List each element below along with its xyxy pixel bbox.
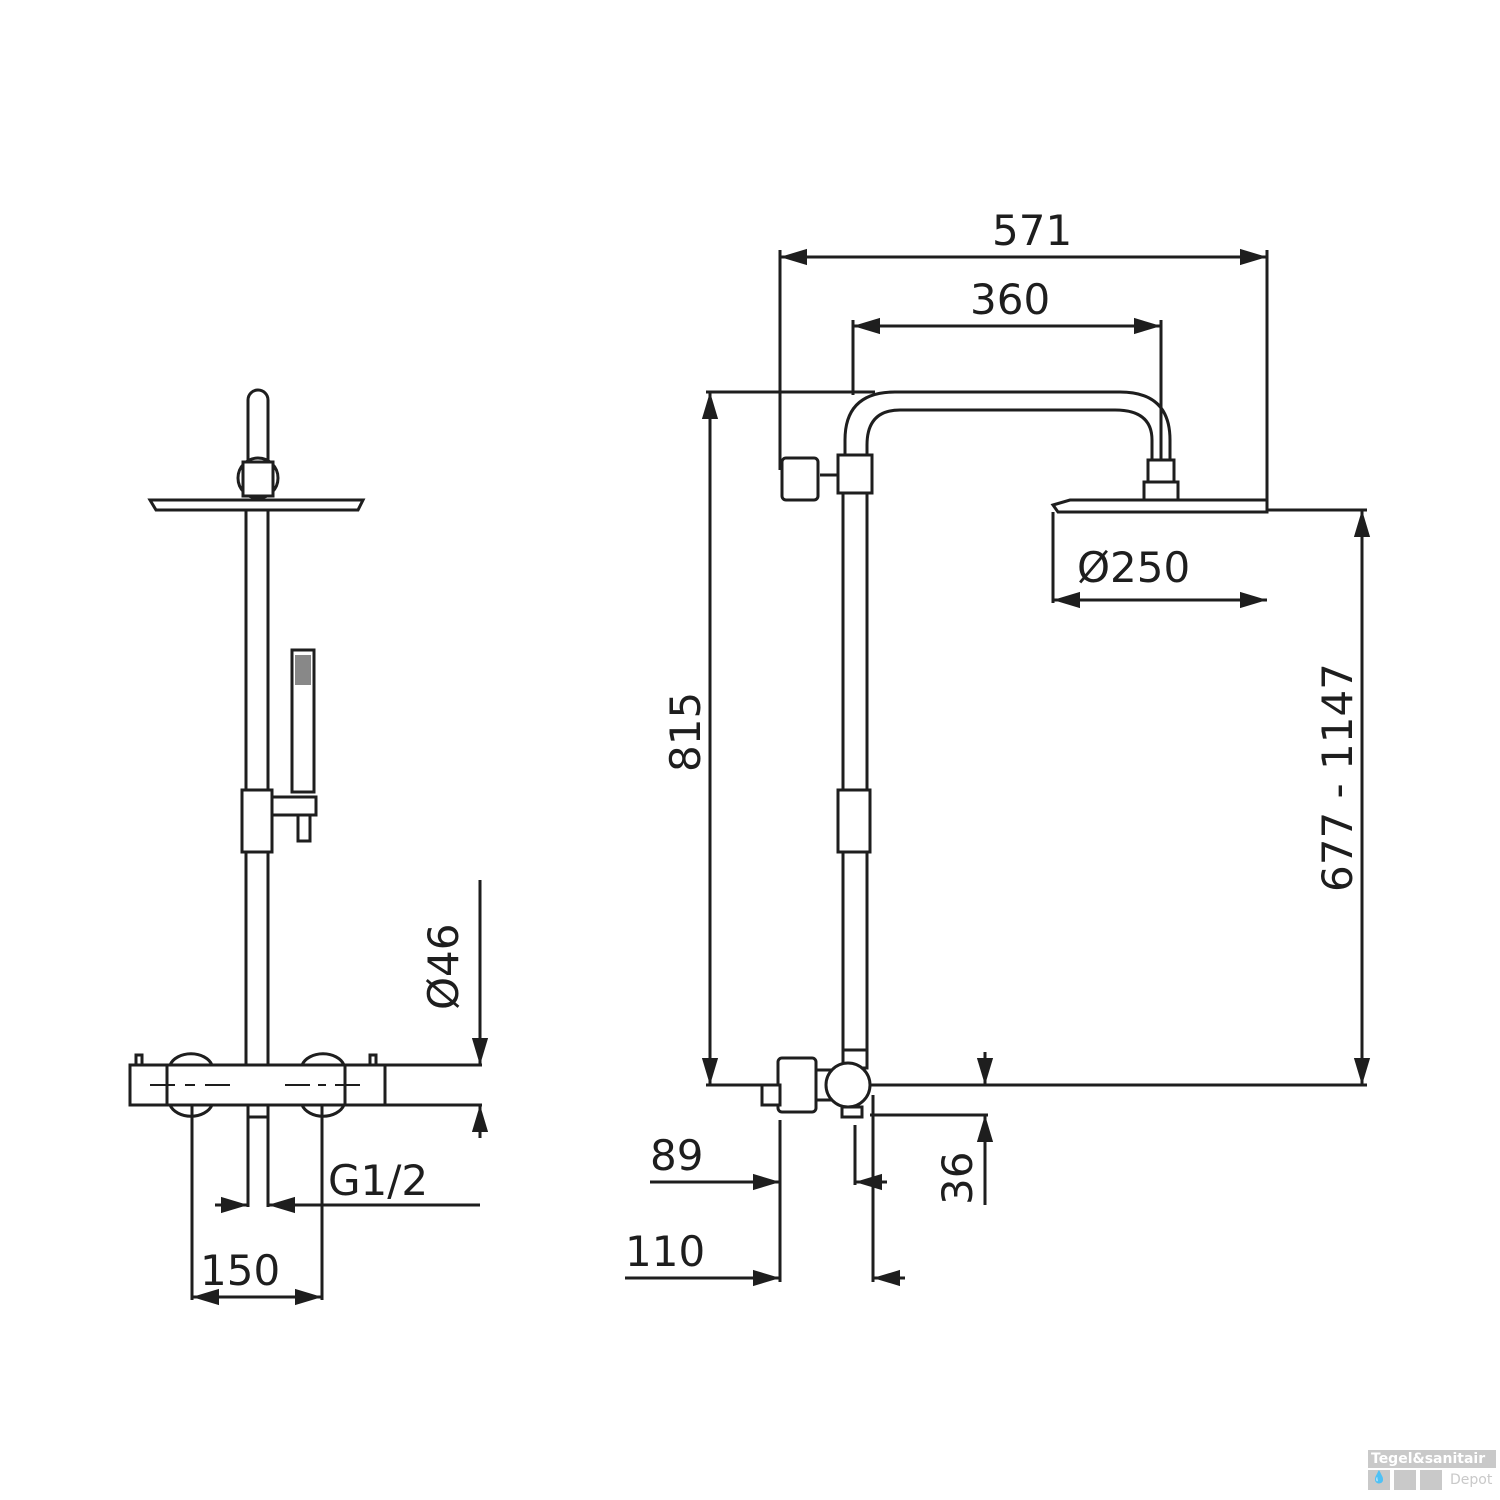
slide-sleeve-side (836, 788, 872, 854)
tile-icon (1420, 1470, 1442, 1490)
riser-pole-side (841, 453, 869, 1057)
rain-head-front (147, 498, 366, 512)
dim-head-height-range: 677 - 1147 (1313, 663, 1362, 892)
knob-right (299, 1052, 347, 1118)
rain-head-side (1050, 498, 1269, 514)
hand-shower-nozzles (295, 655, 311, 685)
watermark-line1: Tegel&sanitair (1368, 1450, 1496, 1468)
dim-riser-height: 815 (661, 692, 710, 772)
drop-icon: 💧 (1368, 1470, 1390, 1490)
riser-pole-front (244, 508, 270, 1067)
dim-arm-reach: 360 (970, 275, 1050, 324)
front-view: Ø46 G1/2 150 (128, 388, 489, 1306)
watermark-logo: Tegel&sanitair 💧 Depot (1368, 1450, 1496, 1496)
watermark-line2: Depot (1450, 1472, 1493, 1488)
gooseneck (246, 388, 270, 460)
shower-holder (270, 795, 318, 817)
hose-connector (296, 813, 312, 843)
shower-arm (843, 390, 1172, 460)
side-view: 571 360 Ø250 815 677 - 1147 36 89 110 (625, 206, 1371, 1287)
hand-shower (290, 648, 316, 794)
dim-outlet-offset: 89 (650, 1131, 703, 1180)
slide-sleeve-front (240, 788, 274, 854)
dim-vertical-offset: 36 (933, 1152, 982, 1205)
dim-body-diameter: Ø46 (419, 923, 468, 1010)
swivel-nut (241, 460, 275, 498)
dim-connection: G1/2 (328, 1156, 428, 1205)
tile-icon (1394, 1470, 1416, 1490)
dim-wall-offset: 110 (625, 1227, 705, 1276)
wall-bracket (780, 456, 820, 502)
outlet-bottom (246, 1103, 270, 1119)
diverter-valve (824, 1061, 872, 1109)
dim-head-diameter: Ø250 (1077, 543, 1190, 592)
dim-overall-width: 571 (992, 206, 1072, 255)
wall-knob (776, 1056, 818, 1114)
dim-connection-spacing: 150 (200, 1246, 280, 1295)
arm-clamp (836, 453, 874, 495)
